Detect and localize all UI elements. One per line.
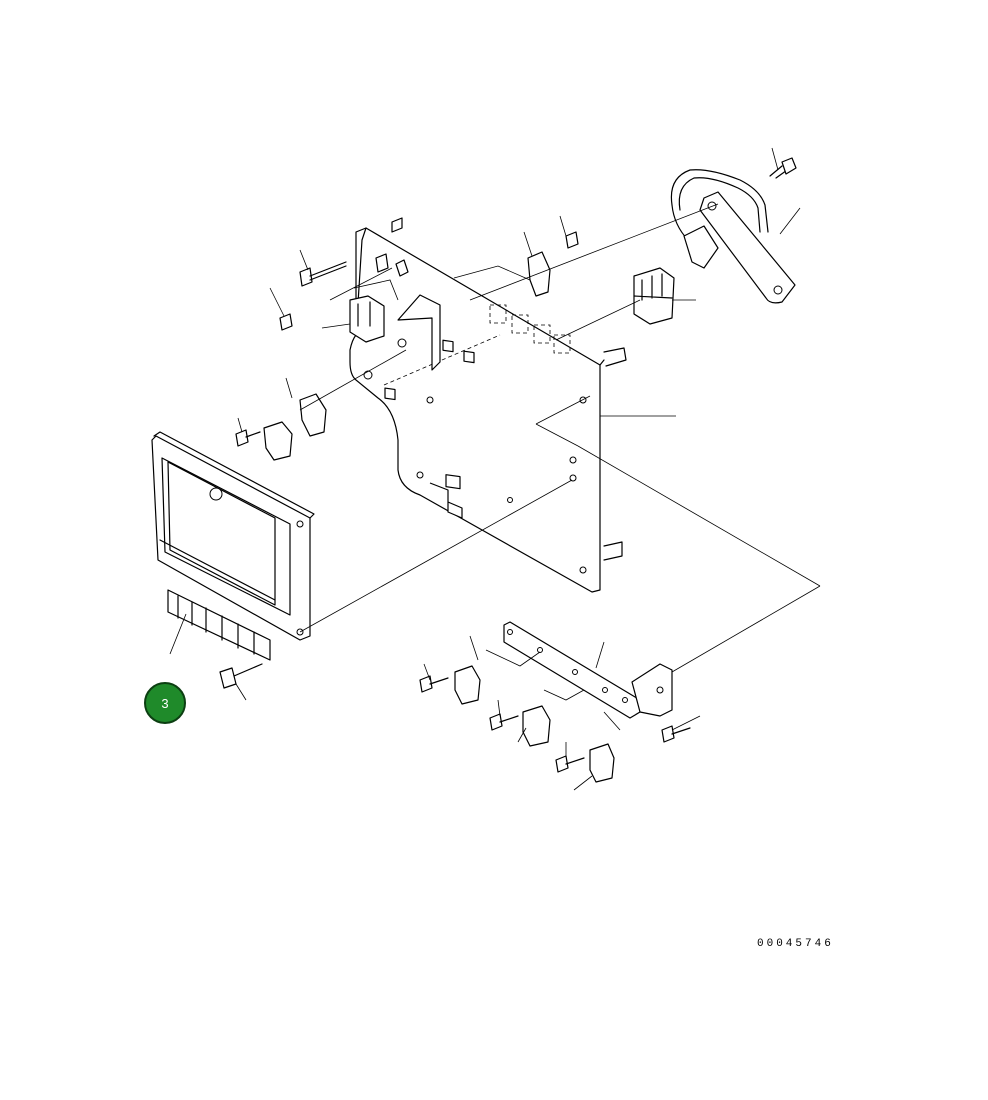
connector-block-right	[633, 267, 675, 325]
connector-block-left	[349, 295, 385, 343]
harness-icon	[670, 157, 797, 304]
drawing-number: 00045746	[757, 938, 834, 950]
bolt-icon	[219, 231, 691, 773]
relay-icon	[263, 251, 615, 783]
main-mounting-plate	[349, 217, 627, 593]
callout-number-badge[interactable]: 3	[144, 682, 186, 724]
callout-number: 3	[161, 695, 169, 711]
ecu-controller-icon	[151, 431, 315, 661]
leader-lines	[169, 147, 821, 791]
bracket-icon	[503, 621, 673, 719]
